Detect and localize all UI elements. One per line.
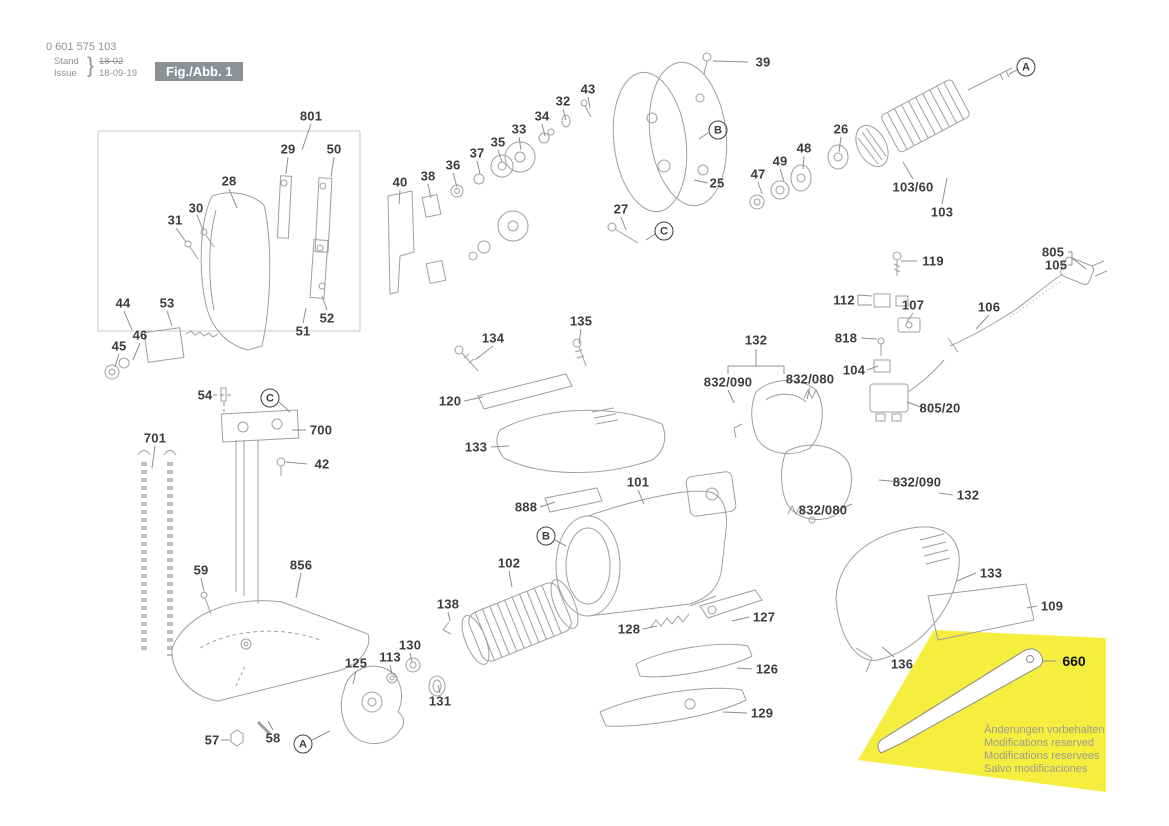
- part-label-107: 107: [901, 297, 925, 313]
- modification-note: Modifications reservees: [984, 750, 1100, 762]
- part-label-58: 58: [265, 730, 281, 746]
- part-label-130: 130: [398, 637, 422, 653]
- part-label-30: 30: [188, 200, 204, 216]
- part-label-50: 50: [326, 141, 342, 157]
- leader-lines-dashed: [213, 394, 231, 412]
- part-label-133: 133: [464, 439, 488, 455]
- issue-label: Issue: [54, 68, 77, 79]
- part-label-127: 127: [752, 609, 776, 625]
- part-label-44: 44: [115, 295, 131, 311]
- stand-issue-labels: Stand Issue: [54, 56, 79, 80]
- callout-a: A: [1016, 57, 1036, 77]
- part-label-132: 132: [956, 487, 980, 503]
- part-label-112: 112: [833, 292, 855, 308]
- part-label-40: 40: [392, 174, 408, 190]
- part-label-103-60: 103/60: [892, 179, 934, 195]
- part-label-136: 136: [890, 656, 914, 672]
- part-label-856: 856: [289, 557, 313, 573]
- part-label-33: 33: [511, 121, 527, 137]
- part-label-57: 57: [204, 732, 220, 748]
- part-label-106: 106: [977, 299, 1001, 315]
- part-label-51: 51: [295, 323, 311, 339]
- part-label-701: 701: [143, 430, 167, 446]
- part-label-113: 113: [379, 649, 401, 665]
- part-label-29: 29: [280, 141, 296, 157]
- part-label-128: 128: [617, 621, 641, 637]
- leader-lines: [114, 60, 1087, 741]
- part-label-832-090: 832/090: [703, 374, 753, 390]
- part-label-132: 132: [744, 332, 768, 348]
- part-label-832-080: 832/080: [798, 502, 848, 518]
- part-label-832-090: 832/090: [892, 474, 942, 490]
- part-label-102: 102: [497, 555, 521, 571]
- callout-b: B: [708, 120, 728, 140]
- modification-note: Salvo modificaciones: [984, 763, 1088, 775]
- highlight-region: [858, 630, 1106, 792]
- part-label-805: 805: [1041, 244, 1065, 260]
- stand-issue-brace: }: [87, 53, 95, 78]
- part-label-53: 53: [159, 295, 175, 311]
- part-label-25: 25: [709, 175, 725, 191]
- part-label-31: 31: [167, 212, 183, 228]
- figure-badge: Fig./Abb. 1: [155, 62, 244, 81]
- part-label-888: 888: [514, 499, 538, 515]
- date-old: 18-02: [99, 56, 124, 67]
- part-label-47: 47: [750, 166, 766, 182]
- part-label-801: 801: [299, 108, 323, 124]
- callout-b: B: [536, 526, 556, 546]
- part-label-36: 36: [445, 157, 461, 173]
- part-label-832-080: 832/080: [785, 371, 835, 387]
- part-label-818: 818: [834, 330, 858, 346]
- part-label-129: 129: [750, 705, 774, 721]
- part-label-26: 26: [833, 121, 849, 137]
- part-label-700: 700: [309, 422, 333, 438]
- part-label-32: 32: [555, 93, 571, 109]
- part-label-138: 138: [436, 596, 460, 612]
- part-label-37: 37: [469, 145, 485, 161]
- modification-note: Modifications reserved: [984, 737, 1095, 749]
- part-label-120: 120: [438, 393, 462, 409]
- part-label-103: 103: [930, 204, 954, 220]
- part-label-660-highlighted: 660: [1062, 653, 1086, 669]
- part-label-131: 131: [428, 693, 452, 709]
- part-label-125: 125: [344, 655, 368, 671]
- part-label-52: 52: [319, 310, 335, 326]
- part-label-42: 42: [314, 456, 330, 472]
- part-label-49: 49: [772, 153, 788, 169]
- stand-issue-dates: 18-02 18-09-19: [99, 56, 137, 80]
- part-label-28: 28: [221, 173, 237, 189]
- part-label-105: 105: [1044, 257, 1068, 273]
- part-label-48: 48: [796, 140, 812, 156]
- part-label-135: 135: [569, 313, 593, 329]
- modification-note: Änderungen vorbehalten: [984, 724, 1105, 736]
- part-label-39: 39: [755, 54, 771, 70]
- callout-a: A: [293, 734, 313, 754]
- part-label-805-20: 805/20: [919, 400, 961, 416]
- part-label-119: 119: [922, 253, 944, 269]
- part-label-38: 38: [420, 168, 436, 184]
- blade-660: [877, 648, 1044, 754]
- part-label-59: 59: [193, 562, 209, 578]
- date-new: 18-09-19: [99, 68, 138, 79]
- part-label-45: 45: [111, 338, 127, 354]
- part-label-104: 104: [842, 362, 866, 378]
- part-label-134: 134: [481, 330, 505, 346]
- part-label-54: 54: [197, 387, 213, 403]
- part-label-101: 101: [626, 474, 650, 490]
- part-label-109: 109: [1040, 598, 1064, 614]
- part-label-126: 126: [755, 661, 779, 677]
- stand-label: Stand: [54, 56, 79, 67]
- document-part-number: 0 601 575 103: [46, 41, 117, 53]
- part-label-46: 46: [132, 327, 148, 343]
- part-label-27: 27: [613, 201, 629, 217]
- part-label-133: 133: [979, 565, 1003, 581]
- part-label-34: 34: [534, 108, 550, 124]
- part-label-43: 43: [580, 81, 596, 97]
- callout-c: C: [260, 388, 280, 408]
- callout-c: C: [654, 221, 674, 241]
- part-label-35: 35: [490, 134, 506, 150]
